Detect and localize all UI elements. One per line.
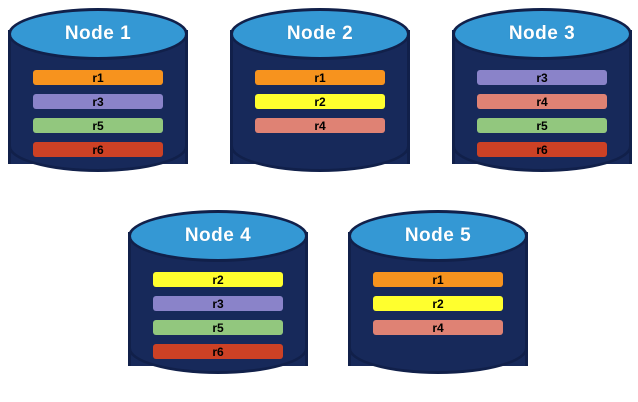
replica-stack: r1 r2 r4 [348,262,528,335]
replica-bar-r2[interactable]: r2 [153,272,283,287]
replica-bar-r5[interactable]: r5 [33,118,163,133]
replica-bar-r4[interactable]: r4 [477,94,607,109]
cylinder-top-ellipse [348,210,528,262]
replica-bar-r4[interactable]: r4 [373,320,503,335]
node-label: Node 4 [184,225,252,246]
node-label: Node 5 [404,225,472,246]
replica-bar-r3[interactable]: r3 [477,70,607,85]
cylinder-top-ellipse [452,8,632,60]
replica-bar-r5[interactable]: r5 [477,118,607,133]
database-node-1[interactable]: Node 1 r1 r3 r5 r6 [8,8,188,186]
replica-bar-r3[interactable]: r3 [33,94,163,109]
replica-bar-r1[interactable]: r1 [33,70,163,85]
replica-bar-r6[interactable]: r6 [153,344,283,359]
replica-bar-r6[interactable]: r6 [33,142,163,157]
node-label: Node 1 [64,23,132,44]
replica-bar-r6[interactable]: r6 [477,142,607,157]
replica-stack: r3 r4 r5 r6 [452,60,632,157]
replica-stack: r1 r2 r4 [230,60,410,133]
replica-bar-r2[interactable]: r2 [373,296,503,311]
replica-bar-r1[interactable]: r1 [373,272,503,287]
database-node-4[interactable]: Node 4 r2 r3 r5 r6 [128,210,308,388]
replica-stack: r2 r3 r5 r6 [128,262,308,359]
replica-stack: r1 r3 r5 r6 [8,60,188,157]
replica-bar-r4[interactable]: r4 [255,118,385,133]
replica-bar-r1[interactable]: r1 [255,70,385,85]
node-label: Node 3 [508,23,576,44]
cylinder-top-ellipse [128,210,308,262]
replica-bar-r2[interactable]: r2 [255,94,385,109]
cylinder-top-ellipse [230,8,410,60]
cylinder-top-ellipse [8,8,188,60]
node-label: Node 2 [286,23,354,44]
replica-bar-r5[interactable]: r5 [153,320,283,335]
database-node-3[interactable]: Node 3 r3 r4 r5 r6 [452,8,632,186]
database-node-2[interactable]: Node 2 r1 r2 r4 [230,8,410,186]
database-node-5[interactable]: Node 5 r1 r2 r4 [348,210,528,388]
replica-bar-r3[interactable]: r3 [153,296,283,311]
